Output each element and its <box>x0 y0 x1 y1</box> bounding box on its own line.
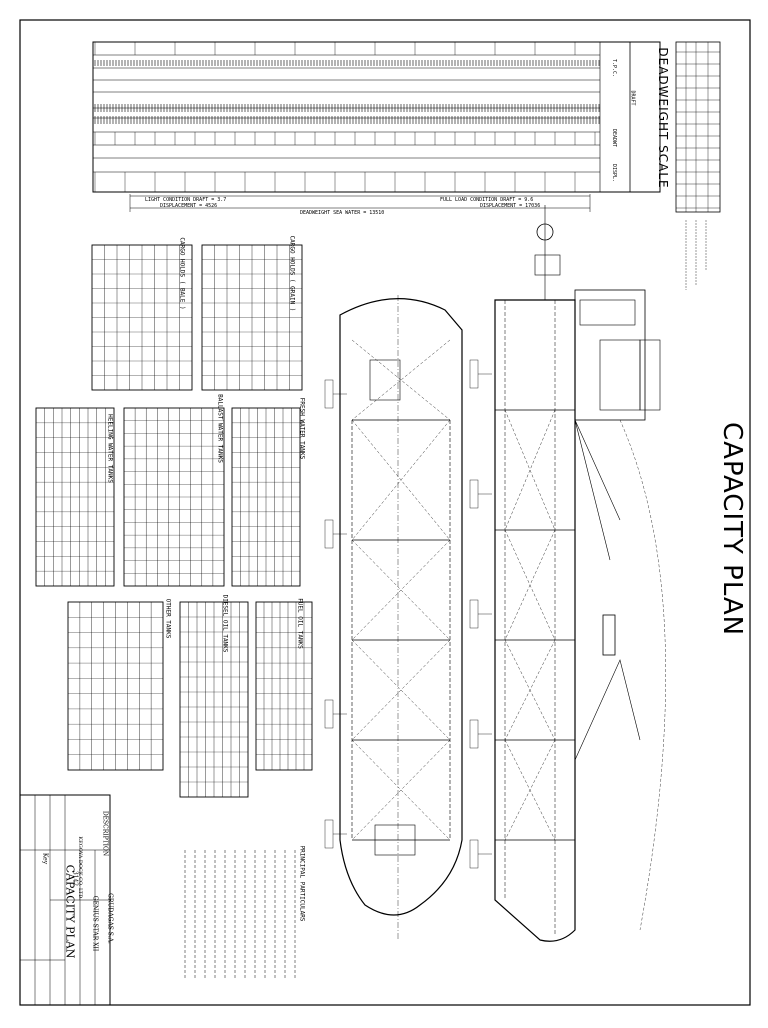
light-draft-label: LIGHT CONDITION DRAFT = 3.7 <box>145 197 227 203</box>
sheet-border <box>19 19 751 1006</box>
main-title: CAPACITY PLAN <box>717 422 747 637</box>
profile-diagonal <box>504 409 556 531</box>
tank-tag <box>324 519 334 549</box>
hold-diagonal <box>351 739 451 841</box>
table-title-other-tanks: OTHER TANKS <box>164 598 172 639</box>
full-disp-label: DISPLACEMENT = 17036 <box>480 203 541 209</box>
deadweight-scale-title: DEADWEIGHT SCALE <box>656 47 670 189</box>
dw-col-displ: DISPL. <box>611 163 618 183</box>
water-tanks-tables <box>35 407 301 587</box>
dw-col-deadwt: DEADWT <box>611 128 618 148</box>
tb-description-label: DESCRIPTION <box>101 810 109 857</box>
tank-tag <box>469 719 479 749</box>
tb-owner: GRUDAGAS S.A. <box>106 893 114 944</box>
tb-vessel: GENIUS STAR XII <box>91 895 99 952</box>
tank-tag <box>469 839 479 869</box>
hold-diagonal <box>351 419 451 541</box>
tank-tag <box>469 599 479 629</box>
table-title-heeling-water: HEELING WATER TANKS <box>106 414 114 483</box>
hold-diagonal <box>351 639 451 741</box>
profile-diagonal <box>504 639 556 741</box>
tank-tag <box>469 479 479 509</box>
dw-col-tpc: T.P.C. <box>611 58 618 78</box>
tank-tag <box>324 819 334 849</box>
hold-diagonal <box>351 339 451 421</box>
table-title-diesel-oil: DIESEL OIL TANKS <box>221 594 229 653</box>
principal-particulars <box>184 850 296 980</box>
tank-labels <box>324 359 492 869</box>
oil-tanks-tables <box>67 601 313 798</box>
tank-tag <box>324 699 334 729</box>
table-title-ballast-water: BALLAST WATER TANKS <box>216 394 224 463</box>
profile-diagonal <box>504 529 556 641</box>
tank-tag <box>324 379 334 409</box>
table-title-fuel-oil: FUEL OIL TANKS <box>296 598 304 649</box>
tank-tag <box>469 359 479 389</box>
title-block <box>19 794 111 1006</box>
table-title-cargo-bale: CARGO HOLDS ( BALE ) <box>178 237 186 310</box>
tb-drawing-title: CAPACITY PLAN <box>63 864 77 959</box>
full-draft-label: FULL LOAD CONDITION DRAFT = 9.6 <box>440 197 534 203</box>
light-disp-label: DISPLACEMENT = 4526 <box>160 203 218 209</box>
fuel-oil-table <box>255 601 313 771</box>
hull-plan-view <box>339 295 463 940</box>
table-title-cargo-grain: CARGO HOLDS ( GRAIN ) <box>288 235 296 312</box>
drafts-table <box>675 41 721 213</box>
deadweight-scale <box>92 41 661 212</box>
cargo-holds-tables <box>91 244 303 391</box>
profile-diagonal <box>504 739 556 841</box>
table-title-fresh-water: FRESH WATER TANKS <box>298 397 306 460</box>
hold-diagonal <box>351 339 451 421</box>
loading-notes <box>685 220 707 290</box>
sea-water-label: DEADWEIGHT SEA WATER = 13510 <box>300 210 385 216</box>
hold-diagonal <box>351 539 451 641</box>
principal-particulars-title: PRINCIPAL PARTICULARS <box>298 845 306 922</box>
hull-profile-view <box>494 205 666 942</box>
tb-key: Key <box>41 852 49 865</box>
dw-col-draft: DRAFT <box>629 90 636 106</box>
